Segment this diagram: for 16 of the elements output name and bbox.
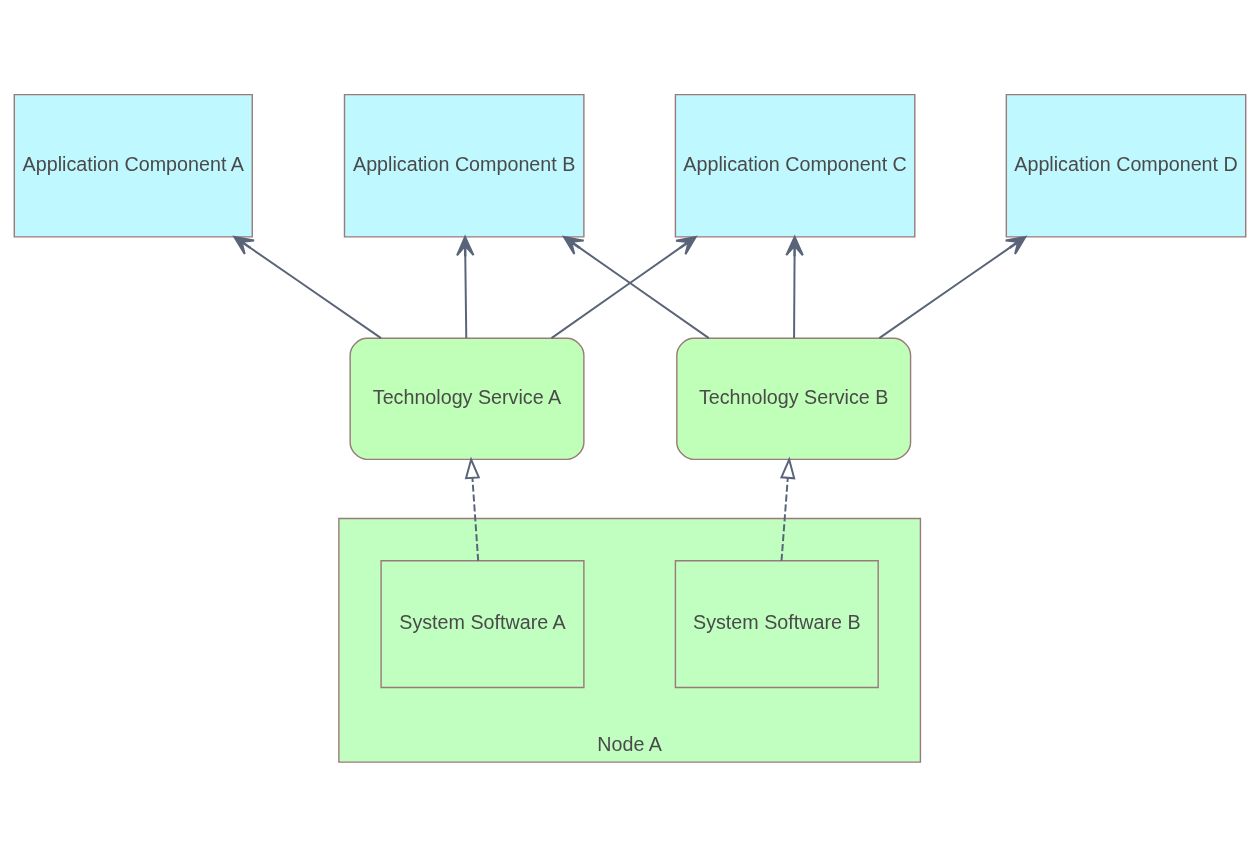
node-box: Technology Service A [349,337,585,461]
node-box: Application Component B [343,93,585,238]
node-box: Application Component A [13,93,253,238]
node-box: Technology Service B [676,337,912,461]
node-box: Application Component C [674,93,916,238]
arrow [464,456,481,562]
arrow [550,235,697,340]
node-box: Application Component D [1005,93,1247,238]
arrow [456,235,475,340]
node-box: System Software B [674,560,879,689]
arrow [233,235,383,340]
arrow [785,235,804,340]
arrow [878,235,1027,340]
arrow [563,235,710,340]
node-box: System Software A [380,560,585,689]
arrow [779,456,796,562]
